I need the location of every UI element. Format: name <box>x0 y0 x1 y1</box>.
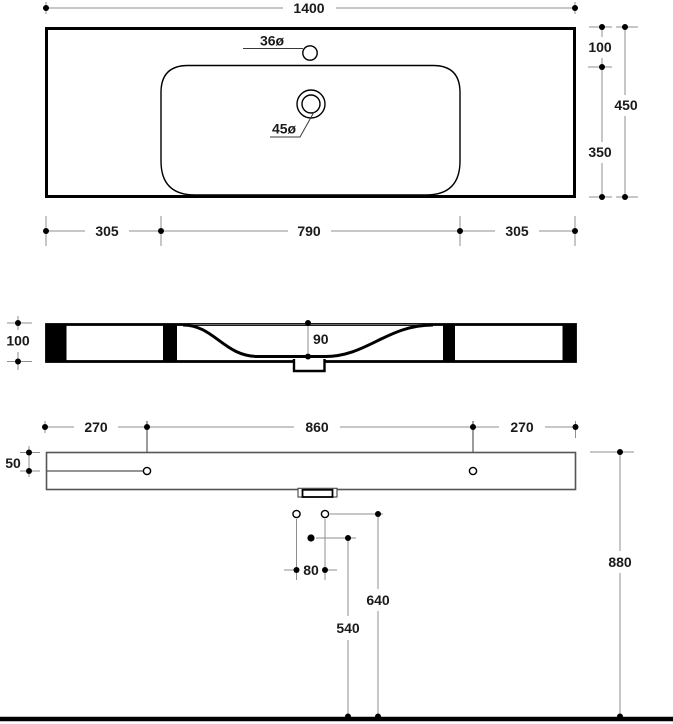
dim-label-860: 860 <box>305 419 329 435</box>
dim-point <box>622 194 628 200</box>
dim-label-80: 80 <box>303 562 319 578</box>
dim-point <box>345 535 351 541</box>
dim-point <box>622 24 628 30</box>
dim-label-45: 45ø <box>272 121 297 137</box>
dim-point <box>43 228 49 234</box>
dim-label-640: 640 <box>366 592 390 608</box>
dim-point <box>457 228 463 234</box>
overflow-box-inner <box>301 488 334 498</box>
dim-label-36: 36ø <box>260 33 285 49</box>
drain-hole-callout: 45ø <box>270 111 315 138</box>
dim-fixing-height: 640 <box>330 511 390 720</box>
drain-fixing-hole-right <box>320 509 330 519</box>
dim-overall-width: 1400 <box>43 0 578 16</box>
dim-point <box>599 194 605 200</box>
dim-hole-spacing: 270 860 270 <box>42 419 579 467</box>
dim-point <box>43 5 49 11</box>
drain-outlet-front <box>292 359 326 373</box>
rear-view: 270 860 270 50 80 <box>0 419 673 722</box>
drain-fixing-hole-left <box>292 509 301 519</box>
dim-hole-edge-offset: 50 <box>5 446 40 477</box>
dim-point <box>26 468 32 474</box>
dim-point <box>599 24 605 30</box>
dim-point <box>617 449 623 455</box>
dim-label-100-top: 100 <box>588 39 612 55</box>
dim-point <box>144 424 150 430</box>
dim-drain-height: 540 <box>316 535 360 720</box>
top-view: 1400 36ø 45ø 100 450 <box>43 0 638 246</box>
dim-point <box>305 320 311 326</box>
dim-point <box>572 5 578 11</box>
dim-point <box>26 449 32 456</box>
dim-depths-right: 100 450 350 <box>588 24 638 200</box>
dim-label-540: 540 <box>336 620 360 636</box>
dim-point <box>572 424 579 430</box>
front-section-view: 100 90 <box>6 316 577 373</box>
basin-bowl-profile <box>182 323 434 358</box>
dim-point <box>15 358 21 365</box>
dim-label-450: 450 <box>614 97 638 113</box>
basin-inner-bowl <box>160 64 461 196</box>
dim-height-left: 100 <box>6 316 32 370</box>
dim-label-270-left: 270 <box>84 419 108 435</box>
leader-line <box>270 111 315 138</box>
dim-point <box>293 567 300 573</box>
dim-point <box>15 320 21 326</box>
dim-basin-depth: 90 <box>305 320 329 360</box>
dim-point <box>158 228 164 234</box>
dim-label-305-right: 305 <box>505 223 529 239</box>
tap-hole <box>302 45 318 61</box>
dim-label-790: 790 <box>297 223 321 239</box>
drain-hole-inner <box>301 94 321 114</box>
tap-hole-callout: 36ø <box>243 33 303 49</box>
drain-center-point <box>307 534 315 542</box>
dim-label-90: 90 <box>313 331 329 347</box>
dim-label-880: 880 <box>608 554 632 570</box>
dim-point <box>375 511 381 517</box>
dim-drain-hole-spacing: 80 <box>284 519 337 580</box>
fixing-hole-left <box>142 466 152 476</box>
dim-point <box>322 567 328 573</box>
dim-point <box>470 424 476 430</box>
dim-label-270-right: 270 <box>510 419 534 435</box>
section-cut-inner-left <box>163 323 177 363</box>
section-cut-inner-right <box>443 323 455 363</box>
dim-widths-bottom: 305 790 305 <box>43 216 578 246</box>
dim-label-350: 350 <box>588 144 612 160</box>
section-cut-left-wall <box>46 323 67 363</box>
dim-label-305-left: 305 <box>95 223 119 239</box>
fixing-hole-right <box>468 466 478 476</box>
dim-point <box>305 353 311 360</box>
dim-point <box>42 424 48 430</box>
dim-point <box>572 228 578 234</box>
dim-label-50: 50 <box>5 455 21 471</box>
dim-label-100-height: 100 <box>6 333 30 349</box>
dim-label-1400: 1400 <box>293 0 324 16</box>
section-cut-right-wall <box>562 323 576 363</box>
dim-rim-height: 880 <box>590 449 634 720</box>
dim-point <box>599 64 605 70</box>
